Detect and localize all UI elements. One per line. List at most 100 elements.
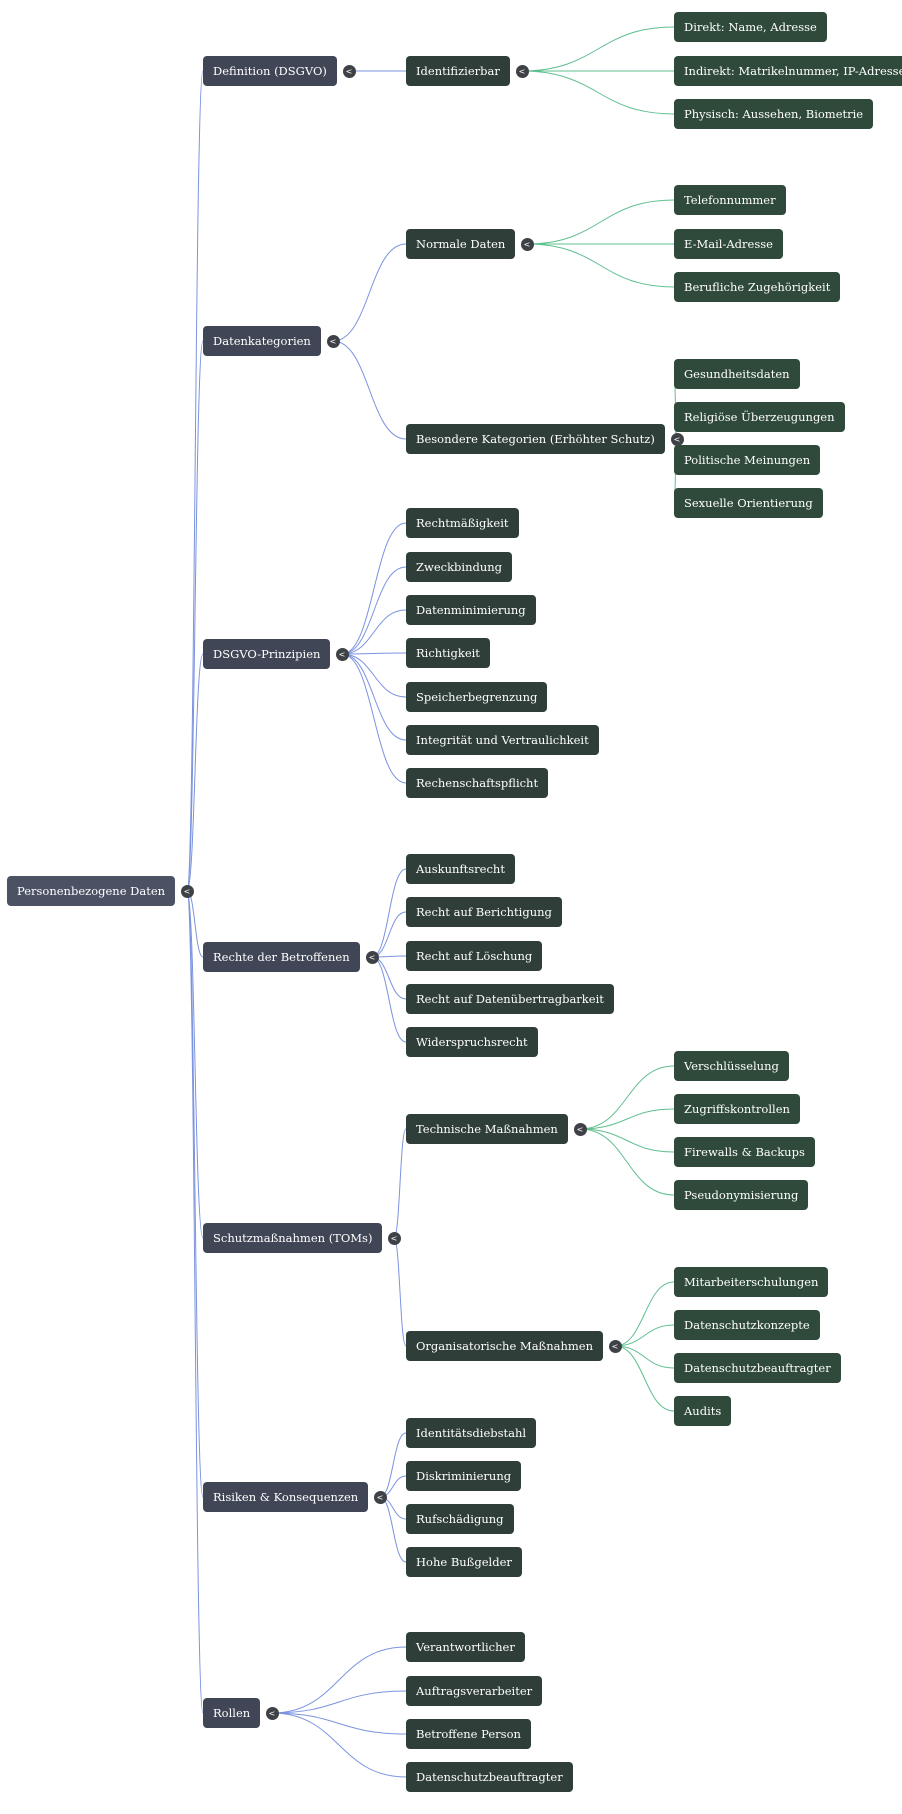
node-richtigkeit[interactable]: Richtigkeit bbox=[406, 638, 490, 668]
node-firewalls-backups[interactable]: Firewalls & Backups bbox=[674, 1137, 815, 1167]
edge-personenbezogene-daten-to-datenkategorien bbox=[186, 340, 204, 892]
edge-normale-daten-to-berufliche-zugehorigkeit bbox=[526, 243, 675, 288]
node-audits[interactable]: Audits bbox=[674, 1396, 732, 1426]
edge-personenbezogene-daten-to-risiken-konsequenzen bbox=[186, 890, 204, 1498]
node-schutzmassnahmen-toms[interactable]: Schutzmaßnahmen (TOMs) bbox=[203, 1223, 383, 1253]
edge-dsgvo-prinzipien-to-speicherbegrenzung bbox=[341, 653, 407, 698]
edge-dsgvo-prinzipien-to-zweckbindung bbox=[341, 566, 407, 655]
collapse-toggle-schutzmassnahmen-toms[interactable]: < bbox=[387, 1231, 401, 1245]
edge-rechte-der-betroffenen-to-widerspruchsrecht bbox=[371, 956, 407, 1043]
node-auskunftsrecht[interactable]: Auskunftsrecht bbox=[406, 854, 515, 884]
edge-organisatorische-massnahmen-to-mitarbeiterschulungen bbox=[614, 1281, 675, 1347]
node-religiose-uberzeugungen[interactable]: Religiöse Überzeugungen bbox=[674, 402, 845, 432]
collapse-toggle-rechte-der-betroffenen[interactable]: < bbox=[365, 950, 379, 964]
edge-normale-daten-to-telefonnummer bbox=[526, 199, 675, 245]
node-identifizierbar[interactable]: Identifizierbar bbox=[406, 56, 510, 86]
node-e-mail-adresse[interactable]: E-Mail-Adresse bbox=[674, 229, 783, 259]
edge-dsgvo-prinzipien-to-integritat-und-vertraulichkeit bbox=[341, 653, 407, 741]
node-datenschutzkonzepte[interactable]: Datenschutzkonzepte bbox=[674, 1310, 820, 1340]
edge-schutzmassnahmen-toms-to-technische-massnahmen bbox=[393, 1128, 407, 1239]
node-rechenschaftspflicht[interactable]: Rechenschaftspflicht bbox=[406, 768, 549, 798]
edge-dsgvo-prinzipien-to-richtigkeit bbox=[341, 652, 407, 655]
collapse-toggle-dsgvo-prinzipien[interactable]: < bbox=[335, 647, 349, 661]
edge-personenbezogene-daten-to-rollen bbox=[186, 890, 204, 1714]
collapse-toggle-personenbezogene-daten[interactable]: < bbox=[180, 884, 194, 898]
node-pseudonymisierung[interactable]: Pseudonymisierung bbox=[674, 1180, 809, 1210]
node-diskriminierung[interactable]: Diskriminierung bbox=[406, 1461, 522, 1491]
node-verschlusselung[interactable]: Verschlüsselung bbox=[674, 1051, 789, 1081]
node-mitarbeiterschulungen[interactable]: Mitarbeiterschulungen bbox=[674, 1267, 829, 1297]
edge-rechte-der-betroffenen-to-recht-auf-berichtigung bbox=[371, 911, 407, 958]
edge-datenkategorien-to-normale-daten bbox=[332, 243, 407, 342]
node-datenschutzbeauftragter[interactable]: Datenschutzbeauftragter bbox=[406, 1762, 573, 1792]
node-verantwortlicher[interactable]: Verantwortlicher bbox=[406, 1632, 525, 1662]
node-politische-meinungen[interactable]: Politische Meinungen bbox=[674, 445, 821, 475]
edge-dsgvo-prinzipien-to-datenminimierung bbox=[341, 609, 407, 655]
node-speicherbegrenzung[interactable]: Speicherbegrenzung bbox=[406, 682, 548, 712]
node-integritat-und-vertraulichkeit[interactable]: Integrität und Vertraulichkeit bbox=[406, 725, 599, 755]
node-gesundheitsdaten[interactable]: Gesundheitsdaten bbox=[674, 359, 800, 389]
collapse-toggle-rollen[interactable]: < bbox=[265, 1706, 279, 1720]
edge-personenbezogene-daten-to-dsgvo-prinzipien bbox=[186, 653, 204, 892]
node-zugriffskontrollen[interactable]: Zugriffskontrollen bbox=[674, 1094, 800, 1124]
node-direkt-name-adresse[interactable]: Direkt: Name, Adresse bbox=[674, 12, 827, 42]
collapse-toggle-technische-massnahmen[interactable]: < bbox=[573, 1122, 587, 1136]
collapse-toggle-risiken-konsequenzen[interactable]: < bbox=[373, 1490, 387, 1504]
edge-identifizierbar-to-physisch-aussehen-biometrie bbox=[521, 70, 675, 115]
node-berufliche-zugehorigkeit[interactable]: Berufliche Zugehörigkeit bbox=[674, 272, 841, 302]
node-risiken-konsequenzen[interactable]: Risiken & Konsequenzen bbox=[203, 1482, 369, 1512]
collapse-toggle-datenkategorien[interactable]: < bbox=[326, 334, 340, 348]
node-recht-auf-datenubertragbarkeit[interactable]: Recht auf Datenübertragbarkeit bbox=[406, 984, 614, 1014]
edge-organisatorische-massnahmen-to-audits bbox=[614, 1345, 675, 1412]
node-indirekt-matrikelnummer-ip-adresse[interactable]: Indirekt: Matrikelnummer, IP-Adresse bbox=[674, 56, 902, 86]
edge-organisatorische-massnahmen-to-datenschutzkonzepte bbox=[614, 1324, 675, 1347]
node-datenkategorien[interactable]: Datenkategorien bbox=[203, 326, 321, 356]
edge-identifizierbar-to-direkt-name-adresse bbox=[521, 26, 675, 72]
node-normale-daten[interactable]: Normale Daten bbox=[406, 229, 516, 259]
edge-rollen-to-datenschutzbeauftragter bbox=[271, 1712, 407, 1778]
node-hohe-bussgelder[interactable]: Hohe Bußgelder bbox=[406, 1547, 522, 1577]
node-technische-massnahmen[interactable]: Technische Maßnahmen bbox=[406, 1114, 568, 1144]
node-auftragsverarbeiter[interactable]: Auftragsverarbeiter bbox=[406, 1676, 543, 1706]
node-datenschutzbeauftragter[interactable]: Datenschutzbeauftragter bbox=[674, 1353, 841, 1383]
node-rollen[interactable]: Rollen bbox=[203, 1698, 261, 1728]
edge-organisatorische-massnahmen-to-datenschutzbeauftragter bbox=[614, 1345, 675, 1369]
node-betroffene-person[interactable]: Betroffene Person bbox=[406, 1719, 531, 1749]
edge-personenbezogene-daten-to-schutzmassnahmen-toms bbox=[186, 890, 204, 1239]
node-organisatorische-massnahmen[interactable]: Organisatorische Maßnahmen bbox=[406, 1331, 604, 1361]
node-zweckbindung[interactable]: Zweckbindung bbox=[406, 552, 513, 582]
node-physisch-aussehen-biometrie[interactable]: Physisch: Aussehen, Biometrie bbox=[674, 99, 874, 129]
node-recht-auf-berichtigung[interactable]: Recht auf Berichtigung bbox=[406, 897, 562, 927]
node-besondere-kategorien-erhohter-schutz[interactable]: Besondere Kategorien (Erhöhter Schutz) bbox=[406, 424, 665, 454]
edge-datenkategorien-to-besondere-kategorien-erhohter-schutz bbox=[332, 340, 407, 440]
node-rechte-der-betroffenen[interactable]: Rechte der Betroffenen bbox=[203, 942, 360, 972]
edge-rollen-to-betroffene-person bbox=[271, 1712, 407, 1735]
edge-technische-massnahmen-to-verschlusselung bbox=[579, 1065, 675, 1130]
node-telefonnummer[interactable]: Telefonnummer bbox=[674, 185, 786, 215]
edge-technische-massnahmen-to-zugriffskontrollen bbox=[579, 1108, 675, 1130]
edge-schutzmassnahmen-toms-to-organisatorische-massnahmen bbox=[393, 1237, 407, 1347]
edge-dsgvo-prinzipien-to-rechtmassigkeit bbox=[341, 522, 407, 655]
node-widerspruchsrecht[interactable]: Widerspruchsrecht bbox=[406, 1027, 538, 1057]
node-personenbezogene-daten[interactable]: Personenbezogene Daten bbox=[7, 876, 176, 906]
edge-rollen-to-verantwortlicher bbox=[271, 1646, 407, 1714]
node-datenminimierung[interactable]: Datenminimierung bbox=[406, 595, 536, 625]
edge-technische-massnahmen-to-pseudonymisierung bbox=[579, 1128, 675, 1196]
node-rufschadigung[interactable]: Rufschädigung bbox=[406, 1504, 514, 1534]
node-identitatsdiebstahl[interactable]: Identitätsdiebstahl bbox=[406, 1418, 537, 1448]
node-sexuelle-orientierung[interactable]: Sexuelle Orientierung bbox=[674, 488, 823, 518]
edge-risiken-konsequenzen-to-hohe-bussgelder bbox=[379, 1496, 407, 1563]
node-definition-dsgvo[interactable]: Definition (DSGVO) bbox=[203, 56, 337, 86]
collapse-toggle-organisatorische-massnahmen[interactable]: < bbox=[608, 1339, 622, 1353]
edge-dsgvo-prinzipien-to-rechenschaftspflicht bbox=[341, 653, 407, 784]
edge-rollen-to-auftragsverarbeiter bbox=[271, 1690, 407, 1714]
collapse-toggle-besondere-kategorien-erhohter-schutz[interactable]: < bbox=[670, 432, 684, 446]
node-rechtmassigkeit[interactable]: Rechtmäßigkeit bbox=[406, 508, 519, 538]
collapse-toggle-identifizierbar[interactable]: < bbox=[515, 64, 529, 78]
collapse-toggle-normale-daten[interactable]: < bbox=[520, 237, 534, 251]
collapse-toggle-definition-dsgvo[interactable]: < bbox=[342, 64, 356, 78]
edge-technische-massnahmen-to-firewalls-backups bbox=[579, 1128, 675, 1153]
node-dsgvo-prinzipien[interactable]: DSGVO-Prinzipien bbox=[203, 639, 331, 669]
node-recht-auf-loschung[interactable]: Recht auf Löschung bbox=[406, 941, 543, 971]
